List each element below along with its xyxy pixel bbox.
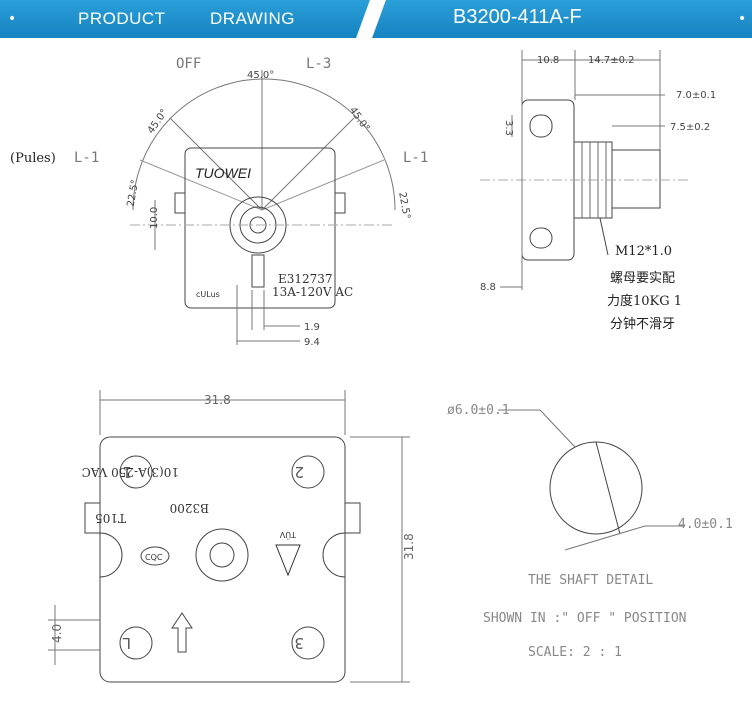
thread-leader (599, 217, 609, 256)
header-title-drawing: DRAWING (210, 9, 296, 28)
header-dot-left: • (8, 11, 17, 27)
shaft-scale-note: SCALE: 2 : 1 (528, 645, 622, 660)
shaft-flat-label: 4.0±0.1 (678, 517, 733, 532)
bottom-code: T105 (95, 511, 126, 525)
dim-108-label: 10.8 (537, 55, 559, 66)
angle-label-side-right: 22.5° (396, 191, 412, 220)
terminal-3-circle (291, 626, 325, 660)
angle-label-top: 45.0° (247, 70, 274, 81)
top-body-outline (184, 147, 336, 309)
dim-10-label: 10.0 (149, 207, 160, 229)
header-left-bar (0, 0, 372, 38)
ul-mark: cULus (196, 290, 220, 299)
side-slot-top (529, 114, 553, 138)
terminal-l-circle (119, 626, 153, 660)
cert-number: E312737 (278, 272, 333, 286)
top-view (130, 70, 396, 345)
header-banner: • PRODUCT DRAWING B3200-411A-F • (0, 0, 752, 38)
shaft-detail-title: THE SHAFT DETAIL (528, 573, 653, 588)
header-model-number: B3200-411A-F (453, 6, 582, 28)
dim-147-label: 14.7±0.2 (588, 55, 635, 66)
bottom-model: B3200 (170, 501, 209, 515)
angle-label-side-left: 22.5° (126, 179, 142, 208)
label-off: OFF (176, 56, 201, 72)
bottom-rating: 10(3)A-250 VAC (82, 465, 179, 479)
dim-75-label: 7.5±0.2 (670, 122, 710, 133)
bottom-notch-left (99, 532, 123, 578)
bottom-notch-right (322, 532, 346, 578)
terminal-2-label: 2 (294, 463, 304, 481)
label-l1-left: L-1 (74, 150, 99, 166)
bottom-tab-left (84, 502, 101, 534)
side-slot-bottom (529, 227, 553, 249)
header-right-bar (372, 0, 752, 38)
side-view (480, 50, 690, 290)
dim-33-label: 3.3 (503, 120, 514, 136)
arrow-up-icon (171, 612, 193, 653)
shaft-shown-note: SHOWN IN :" OFF " POSITION (483, 611, 687, 626)
tuv-label: TÜV (279, 530, 297, 540)
bottom-view (48, 390, 410, 683)
shaft-detail (498, 409, 685, 551)
label-l1-right: L-1 (403, 150, 428, 166)
shaft-flat-line (595, 441, 621, 535)
angle-line-l1-right (261, 159, 385, 211)
header-dot-right: • (738, 11, 747, 27)
note-line-2: 力度10KG 1 (607, 293, 682, 309)
bottom-body (99, 436, 346, 683)
angle-line-l2 (169, 117, 263, 211)
dim-width-label: 31.8 (204, 393, 231, 407)
label-l3: L-3 (306, 56, 331, 72)
angle-arc (132, 78, 396, 211)
terminal-l-label: L (122, 634, 131, 652)
shaft-circle (549, 441, 643, 535)
bottom-tab-right (344, 502, 361, 534)
top-rating: 13A-120V AC (272, 285, 353, 299)
terminal-1-label: 1 (122, 463, 132, 481)
top-terminal (251, 254, 265, 288)
brand-logo: TUOWEI (195, 165, 251, 181)
shaft-dia-label: ø6.0±0.1 (447, 403, 510, 418)
dim-40-label: 4.0 (50, 624, 64, 643)
top-tab-right (334, 192, 346, 214)
cqc-label: CQC (145, 553, 163, 562)
bottom-bushing-outer (195, 528, 249, 582)
dim-height-label: 31.8 (402, 533, 416, 560)
dim-70-label: 7.0±0.1 (676, 90, 716, 101)
terminal-2-circle (291, 455, 325, 489)
dia-leader (539, 409, 576, 448)
dim-94-label: 9.4 (304, 337, 320, 348)
note-line-1: 螺母要实配 (610, 271, 675, 286)
cqc-mark (140, 546, 170, 566)
terminal-3-label: 3 (294, 634, 304, 652)
tuv-mark (275, 544, 301, 577)
dim-19-label: 1.9 (304, 322, 320, 333)
angle-label-right: 45.0° (347, 105, 372, 134)
flat-dim-line (564, 525, 646, 551)
top-tab-left (174, 192, 186, 214)
thread-spec: M12*1.0 (615, 244, 672, 259)
label-pules: (Pules) (10, 151, 56, 166)
note-line-3: 分钟不滑牙 (610, 316, 675, 332)
dim-88-label: 8.8 (480, 282, 496, 293)
header-title-product: PRODUCT (78, 9, 166, 28)
side-shaft (611, 149, 661, 209)
terminal-1-circle (119, 455, 153, 489)
angle-line-l3 (261, 117, 355, 211)
bottom-bushing-inner (209, 542, 235, 568)
